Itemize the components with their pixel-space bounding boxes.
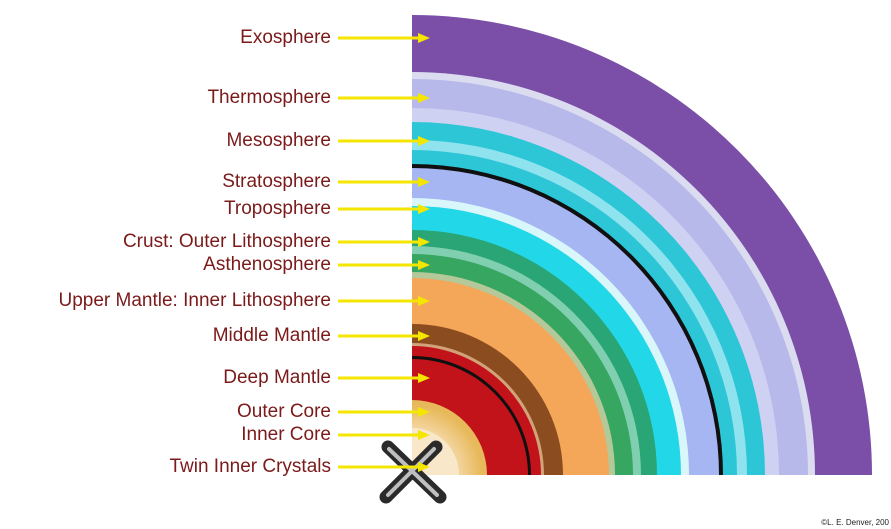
label-deep-mantle: Deep Mantle — [223, 367, 331, 388]
label-middle-mantle: Middle Mantle — [212, 325, 331, 346]
arrow-head-10 — [418, 407, 430, 417]
copyright-notice: ©L. E. Denver, 200 — [821, 518, 889, 527]
arrow-head-4 — [418, 204, 430, 214]
label-stratosphere: Stratosphere — [222, 171, 331, 192]
arrow-head-7 — [418, 296, 430, 306]
arrow-head-2 — [418, 136, 430, 146]
label-outer-core: Outer Core — [237, 401, 331, 422]
arrow-head-9 — [418, 373, 430, 383]
label-exosphere: Exosphere — [240, 27, 331, 48]
label-upper-mantle-inner-lithosphere: Upper Mantle: Inner Lithosphere — [58, 290, 332, 311]
arrow-head-8 — [418, 331, 430, 341]
arrow-head-5 — [418, 237, 430, 247]
label-thermosphere: Thermosphere — [207, 87, 331, 108]
label-crust-outer-lithosphere: Crust: Outer Lithosphere — [122, 231, 331, 252]
arrow-head-3 — [418, 177, 430, 187]
label-mesosphere: Mesosphere — [226, 130, 331, 151]
label-inner-core: Inner Core — [241, 424, 331, 445]
arrow-head-12 — [418, 462, 430, 472]
label-twin-inner-crystals: Twin Inner Crystals — [169, 456, 331, 477]
label-asthenosphere: Asthenosphere — [203, 254, 331, 275]
arrow-head-11 — [418, 430, 430, 440]
label-troposphere: Troposphere — [223, 198, 331, 219]
arrow-head-1 — [418, 93, 430, 103]
arrow-head-0 — [418, 33, 430, 43]
pointer-arrows — [338, 33, 430, 472]
arrow-head-6 — [418, 260, 430, 270]
layer-rings — [412, 15, 872, 475]
twin-inner-crystals-graphic — [379, 440, 447, 504]
